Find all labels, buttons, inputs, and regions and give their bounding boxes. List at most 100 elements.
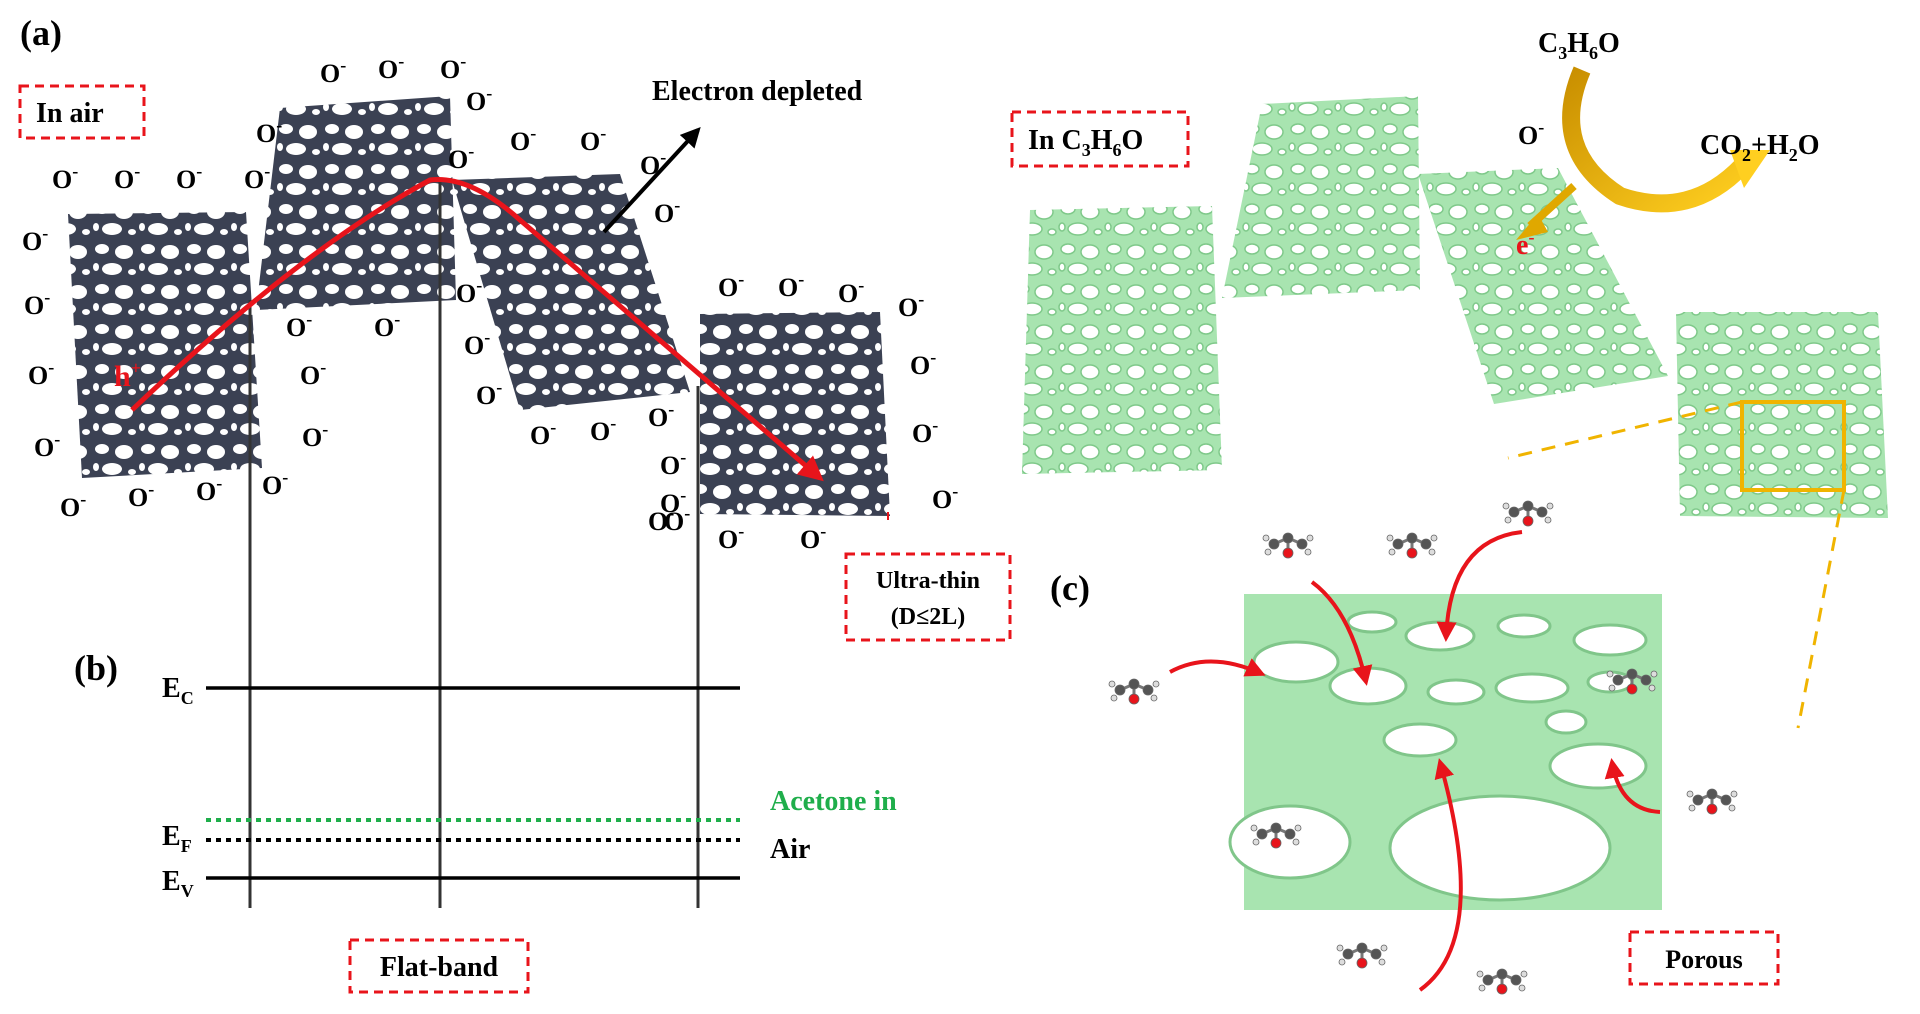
oxygen-ion: O- bbox=[440, 51, 466, 84]
electron-label: e- bbox=[1516, 227, 1534, 261]
oxygen-ion: O- bbox=[114, 161, 140, 194]
oxygen-ion: O- bbox=[456, 275, 482, 308]
oxygen-ion: O- bbox=[196, 473, 222, 506]
oxygen-ion: O- bbox=[718, 521, 744, 554]
oxygen-ion: O- bbox=[648, 503, 674, 536]
oxygen-ion: O- bbox=[778, 269, 804, 302]
oxygen-ion: O- bbox=[530, 417, 556, 450]
oxygen-ion: O- bbox=[660, 485, 686, 518]
oxygen-ion: O- bbox=[654, 195, 680, 228]
ultra-thin-line1: Ultra-thin bbox=[876, 568, 980, 594]
ef-label: EF bbox=[162, 821, 192, 856]
acetone-molecule bbox=[1336, 942, 1388, 969]
oxygen-ion: O- bbox=[320, 55, 346, 88]
air-label: Air bbox=[770, 834, 810, 865]
acetone-molecule bbox=[1606, 668, 1658, 695]
dark-sheet-2 bbox=[256, 96, 456, 310]
band-bending-arrow bbox=[130, 177, 824, 482]
porous-surface-closeup bbox=[1228, 594, 1662, 910]
oxygen-ion: O- bbox=[244, 161, 270, 194]
oxygen-ion: O- bbox=[898, 289, 924, 322]
oxygen-ion: O- bbox=[640, 147, 666, 180]
in-acetone-box bbox=[1010, 110, 1190, 168]
ec-label: EC bbox=[162, 673, 194, 708]
acetone-molecule bbox=[1386, 532, 1438, 559]
oxygen-ion: O- bbox=[300, 357, 326, 390]
oxygen-ion: O- bbox=[932, 481, 958, 514]
zoom-region-box bbox=[1740, 400, 1846, 492]
porous-label: Porous bbox=[1665, 945, 1743, 974]
in-air-label: In air bbox=[36, 98, 104, 129]
oxygen-ion: O- bbox=[912, 415, 938, 448]
porous-box bbox=[1628, 930, 1780, 986]
hole-label: h+ bbox=[114, 358, 141, 393]
oxygen-ion: O- bbox=[464, 327, 490, 360]
acetone-molecules-group bbox=[1108, 500, 1738, 995]
oxygen-ion: O- bbox=[374, 309, 400, 342]
oxygen-ion: O- bbox=[22, 223, 48, 256]
electron-transfer-arrowhead bbox=[1516, 214, 1548, 240]
panel-c-label: (c) bbox=[1050, 568, 1090, 608]
oxygen-ion: O- bbox=[800, 521, 826, 554]
ultra-thin-line2: (D≤2L) bbox=[891, 604, 966, 630]
flow-arrow-5 bbox=[1418, 758, 1463, 992]
zoom-guide-right bbox=[1796, 489, 1846, 729]
acetone-molecule bbox=[1502, 500, 1554, 527]
dark-sheet-4 bbox=[700, 312, 890, 516]
green-sheet-4 bbox=[1676, 312, 1888, 518]
product-label: CO2+H2O bbox=[1700, 130, 1820, 165]
panel-b-label: (b) bbox=[74, 648, 118, 688]
acetone-molecule bbox=[1476, 968, 1528, 995]
green-sheet-3 bbox=[1418, 168, 1668, 404]
reaction-curved-arrow bbox=[1562, 66, 1749, 213]
oxygen-ion: O- bbox=[590, 413, 616, 446]
oxygen-ion: O- bbox=[664, 503, 690, 536]
oxygen-ion: O- bbox=[60, 489, 86, 522]
acetone-molecule bbox=[1686, 788, 1738, 815]
oxygen-ion: O- bbox=[34, 429, 60, 462]
flat-band-label: Flat-band bbox=[380, 952, 499, 983]
zoom-guide-left bbox=[1507, 400, 1743, 460]
oxygen-ion: O- bbox=[24, 287, 50, 320]
ultra-thin-box bbox=[844, 552, 1012, 642]
green-sheet-2 bbox=[1222, 96, 1420, 298]
oxygen-ion: O- bbox=[718, 269, 744, 302]
oxygen-ion: O- bbox=[910, 347, 936, 380]
flat-band-box bbox=[348, 938, 530, 994]
acetone-molecule bbox=[1262, 532, 1314, 559]
oxygen-ion: O- bbox=[302, 419, 328, 452]
electron-depleted-arrow bbox=[602, 127, 701, 234]
dark-sheet-3 bbox=[452, 174, 690, 410]
green-sheet-1 bbox=[1022, 206, 1222, 474]
oxygen-ion: O- bbox=[378, 51, 404, 84]
dark-sheet-1 bbox=[68, 212, 262, 478]
oxygen-ion: O- bbox=[476, 377, 502, 410]
reactant-label: C3H6O bbox=[1538, 28, 1620, 63]
green-oxygen-ion: O- bbox=[1518, 117, 1544, 150]
oxygen-ion: O- bbox=[510, 123, 536, 156]
panel-a-label: (a) bbox=[20, 13, 62, 53]
oxygen-ion: O- bbox=[176, 161, 202, 194]
oxygen-ion: O- bbox=[262, 467, 288, 500]
oxygen-ion: O- bbox=[128, 479, 154, 512]
oxygen-ion: O- bbox=[660, 447, 686, 480]
oxygen-ion: O- bbox=[28, 357, 54, 390]
oxygen-ion: O- bbox=[448, 141, 474, 174]
ev-label: EV bbox=[162, 866, 194, 901]
flow-arrow-4 bbox=[1604, 758, 1661, 814]
oxygen-ions-group: O-O-O-O-O-O-O-O-O-O-O-O-O-O-O-O-O-O-O-O-… bbox=[22, 51, 958, 554]
oxygen-ion: O- bbox=[52, 161, 78, 194]
oxygen-ion: O- bbox=[256, 115, 282, 148]
flow-arrow-3 bbox=[1436, 530, 1523, 642]
oxygen-ion: O- bbox=[580, 123, 606, 156]
flow-arrow-1 bbox=[1169, 658, 1266, 677]
in-air-box bbox=[18, 84, 146, 140]
oxygen-ion: O- bbox=[286, 309, 312, 342]
acetone-molecule bbox=[1108, 678, 1160, 705]
acetone-in-label: Acetone in bbox=[770, 786, 897, 817]
oxygen-ion: O- bbox=[838, 275, 864, 308]
electron-depleted-label: Electron depleted bbox=[652, 76, 863, 107]
oxygen-ion: O- bbox=[466, 83, 492, 116]
reaction-arrowhead bbox=[1730, 150, 1770, 188]
